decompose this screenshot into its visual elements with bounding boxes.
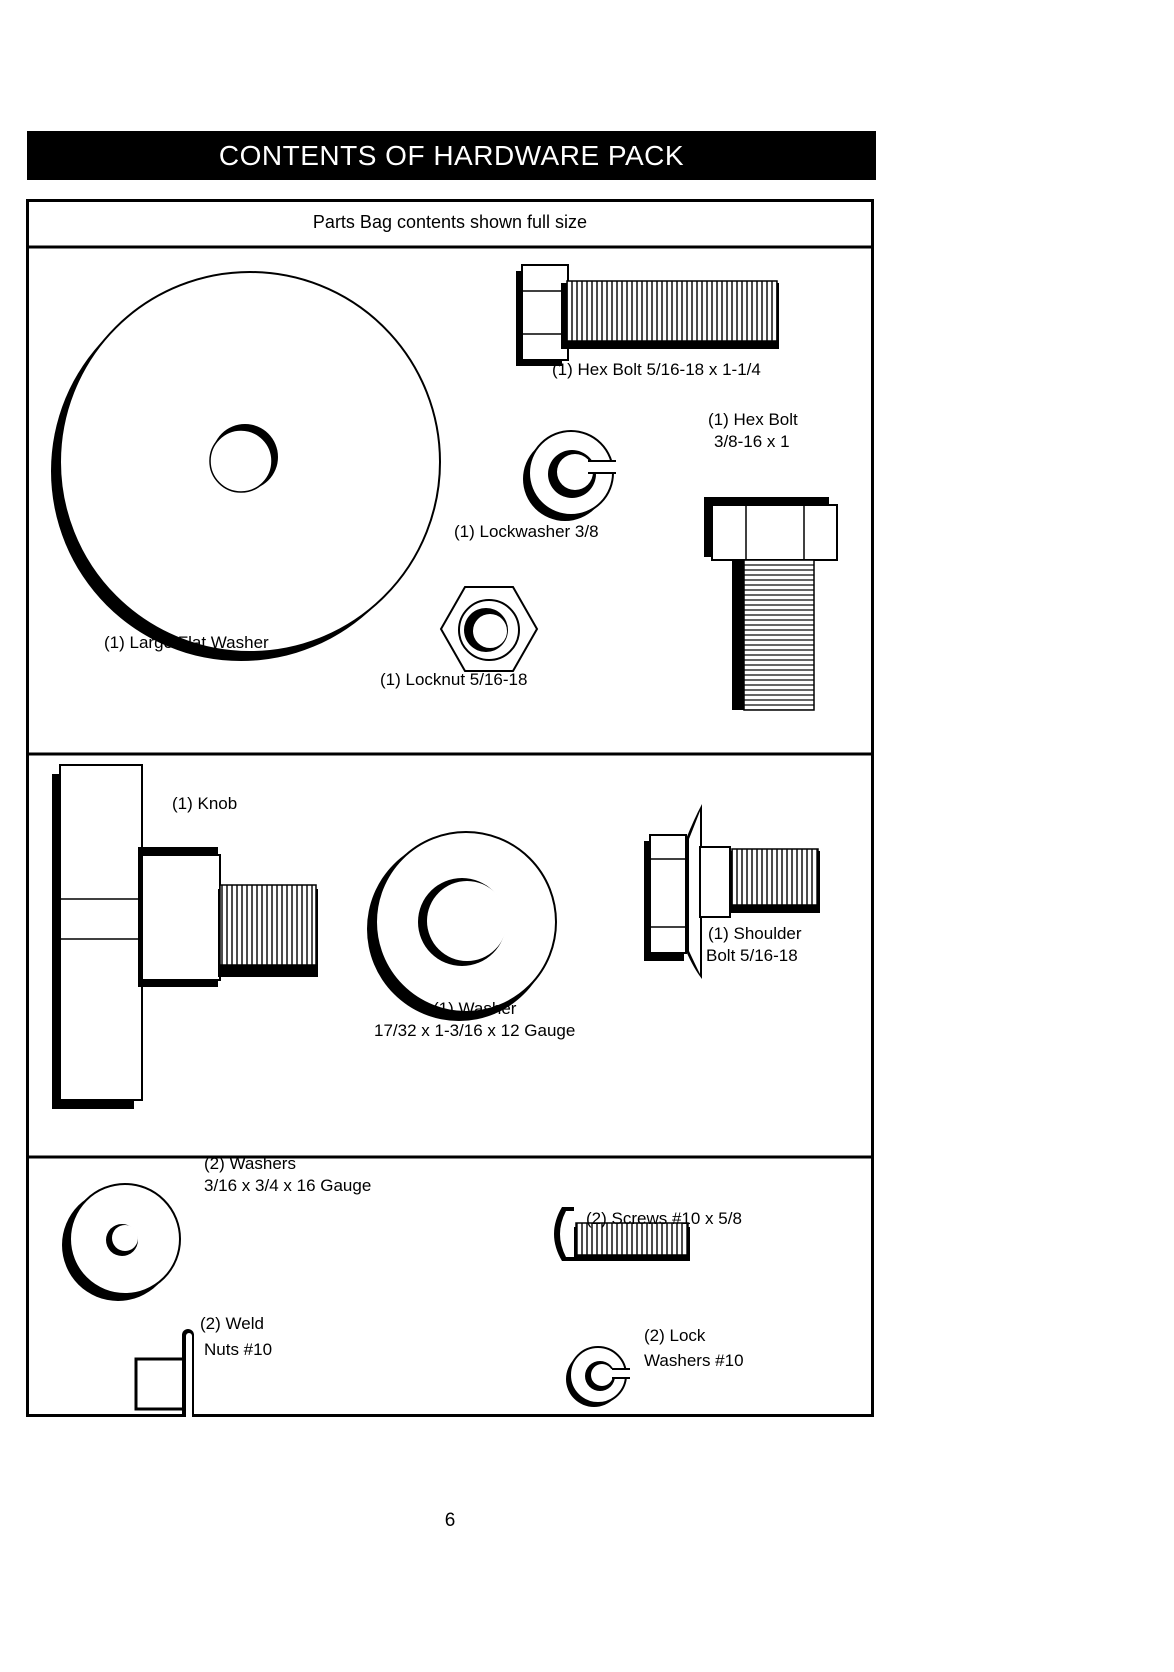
washer-17-32-icon xyxy=(367,831,557,1021)
hex-bolt-38-label-line1: (1) Hex Bolt xyxy=(708,410,798,429)
weld-nuts-10-label-line1: (2) Weld xyxy=(200,1314,264,1333)
shoulder-bolt-label-line2: Bolt 5/16-18 xyxy=(706,946,798,965)
washers-316-label-line2: 3/16 x 3/4 x 16 Gauge xyxy=(204,1176,372,1195)
lock-washers-10-label-line1: (2) Lock xyxy=(644,1326,706,1345)
weld-nuts-10-label-line2: Nuts #10 xyxy=(204,1340,273,1359)
weld-nuts-10-icon xyxy=(134,1329,194,1417)
lock-washers-10-label-line2: Washers #10 xyxy=(644,1351,744,1370)
washer-17-32-label-line1: (1) Washer xyxy=(433,999,517,1018)
hex-bolt-516-label: (1) Hex Bolt 5/16-18 x 1-1/4 xyxy=(552,360,761,379)
page-title: CONTENTS OF HARDWARE PACK xyxy=(27,131,876,180)
hex-bolt-38-icon xyxy=(704,497,838,711)
washers-316-icon xyxy=(62,1183,181,1301)
parts-frame: Parts Bag contents shown full size (1) L… xyxy=(26,199,874,1417)
hex-bolt-516-icon xyxy=(516,264,779,366)
screws-10-label: (2) Screws #10 x 5/8 xyxy=(586,1209,742,1228)
shoulder-bolt-label-line1: (1) Shoulder xyxy=(708,924,802,943)
parts-illustration xyxy=(26,199,874,1417)
washer-17-32-label-line2: 17/32 x 1-3/16 x 12 Gauge xyxy=(374,1021,576,1040)
washers-316-label-line1: (2) Washers xyxy=(204,1154,296,1173)
locknut-label: (1) Locknut 5/16-18 xyxy=(380,670,528,689)
large-flat-washer-label: (1) Large Flat Washer xyxy=(104,633,269,652)
shoulder-bolt-icon xyxy=(644,804,820,979)
large-flat-washer-icon xyxy=(51,271,441,661)
parts-bag-subtitle: Parts Bag contents shown full size xyxy=(312,212,588,232)
lockwasher-38-label: (1) Lockwasher 3/8 xyxy=(454,522,599,541)
hex-bolt-38-label-line2: 3/8-16 x 1 xyxy=(714,432,790,451)
locknut-icon xyxy=(439,586,539,672)
knob-label: (1) Knob xyxy=(172,794,238,813)
knob-icon xyxy=(52,764,318,1109)
lock-washers-10-icon xyxy=(566,1346,635,1407)
lockwasher-38-icon xyxy=(523,430,626,521)
page-number: 6 xyxy=(444,1510,456,1531)
screws-10-icon xyxy=(554,1207,690,1261)
